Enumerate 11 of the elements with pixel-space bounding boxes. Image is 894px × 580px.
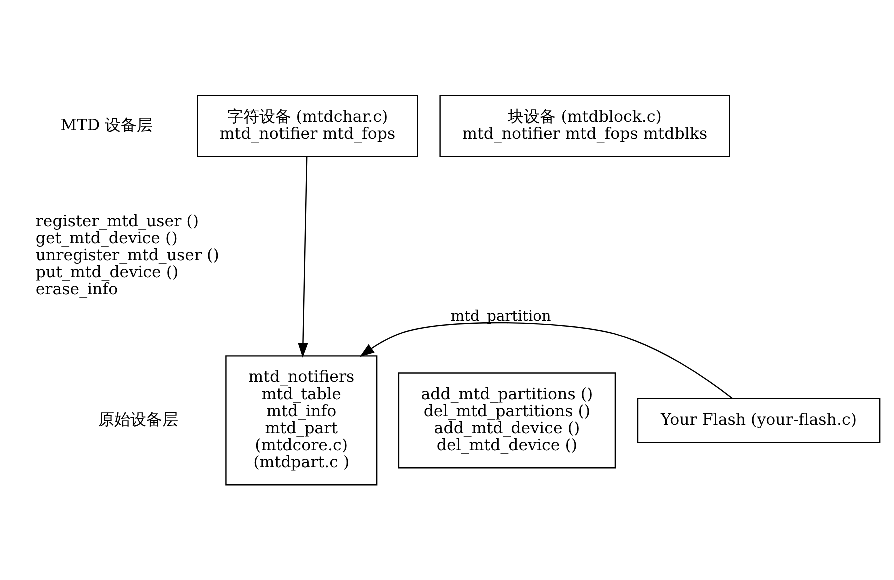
label: 原始设备层 (98, 409, 179, 428)
label: MTD 设备层 (60, 114, 154, 134)
arrow (298, 156, 308, 358)
node-box: 块设备 (mtdblock.c) mtd_notifier mtd_fops mtdblks (440, 94, 730, 157)
edge-label: mtd_partition (450, 307, 552, 324)
node-box: mtd_notifiers mtd_table mtd_info mtd_part (mtdcore.c) (mtdpart.c ) (226, 355, 378, 486)
node-box: add_mtd_partitions () del_mtd_partitions () add_mtd_device () del_mtd_device () (398, 372, 616, 468)
node-box: 字符设备 (mtdchar.c) mtd_notifier mtd_fops (197, 94, 418, 157)
node-box: Your Flash (your-flash.c) (637, 398, 881, 443)
label: register_mtd_user () (36, 211, 200, 230)
arrow (360, 322, 733, 399)
